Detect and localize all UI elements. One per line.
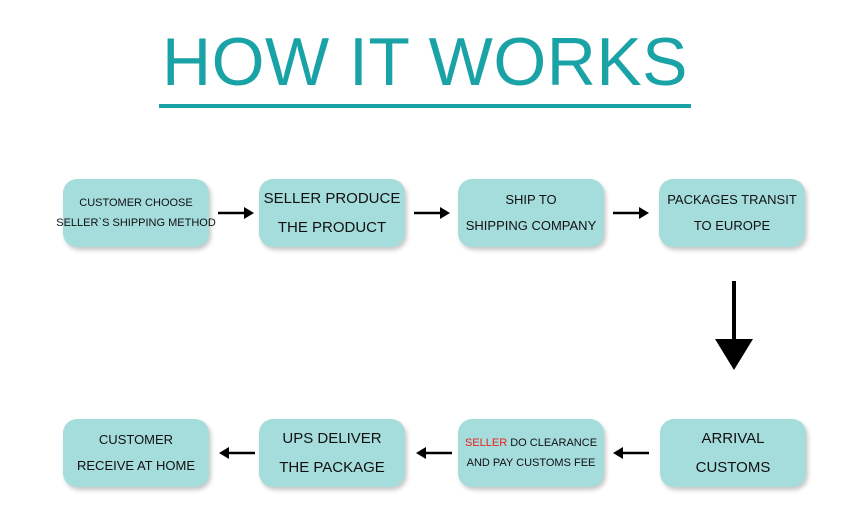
right-arrow-icon <box>613 207 649 219</box>
left-arrow-icon <box>613 447 649 459</box>
step-line: AND PAY CUSTOMS FEE <box>466 457 596 469</box>
step-seller-produce: SELLER PRODUCE THE PRODUCT <box>259 179 405 247</box>
step-line: CUSTOMER CHOOSE <box>79 197 193 209</box>
step-packages-transit: PACKAGES TRANSIT TO EUROPE <box>659 179 805 247</box>
step-customer-choose: CUSTOMER CHOOSE SELLER`S SHIPPING METHOD <box>56 179 216 247</box>
step-arrival-customs: ARRIVAL CUSTOMS <box>660 419 806 487</box>
step-customer-receive: CUSTOMER RECEIVE AT HOME <box>63 419 209 487</box>
highlight-seller: SELLER <box>464 437 508 449</box>
page-title: HOW IT WORKS <box>158 22 692 108</box>
step-line: SHIPPING COMPANY <box>465 218 597 233</box>
step-line: CUSTOMER <box>98 432 174 447</box>
left-arrow-icon <box>416 447 452 459</box>
step-line: RECEIVE AT HOME <box>77 458 195 473</box>
down-arrow-icon <box>715 281 753 370</box>
right-arrow-icon <box>414 207 450 219</box>
step-line: THE PRODUCT <box>277 219 387 236</box>
step-line: SHIP TO <box>505 192 557 207</box>
step-ship-to-company: SHIP TO SHIPPING COMPANY <box>458 179 604 247</box>
step-line: SELLER`S SHIPPING METHOD <box>56 217 216 229</box>
left-arrow-icon <box>219 447 255 459</box>
step-line: SELLER DO CLEARANCE <box>465 433 597 453</box>
step-seller-clearance: SELLER DO CLEARANCE AND PAY CUSTOMS FEE <box>458 419 604 487</box>
step-line-rest: DO CLEARANCE <box>507 437 598 449</box>
step-ups-deliver: UPS DELIVER THE PACKAGE <box>259 419 405 487</box>
page-title-wrap: HOW IT WORKS <box>0 22 850 108</box>
step-line: SELLER PRODUCE <box>263 190 401 207</box>
step-line: ARRIVAL <box>701 430 765 447</box>
step-line: CUSTOMS <box>695 459 771 476</box>
step-line: UPS DELIVER <box>282 430 382 447</box>
step-line: TO EUROPE <box>693 218 771 233</box>
step-line: PACKAGES TRANSIT <box>667 192 797 207</box>
right-arrow-icon <box>218 207 254 219</box>
step-line: THE PACKAGE <box>279 459 385 476</box>
